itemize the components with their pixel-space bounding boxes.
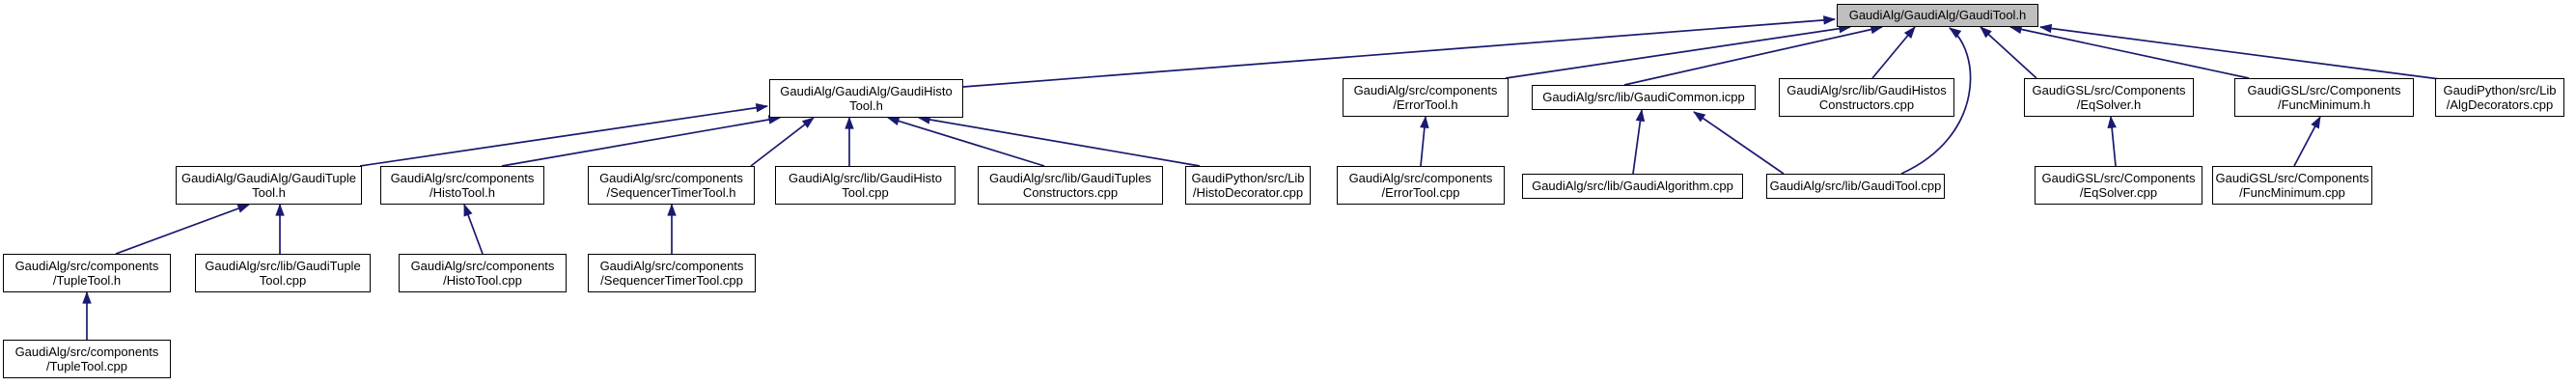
- node-label-line: /AlgDecorators.cpp: [2446, 97, 2554, 112]
- edge-histo-tool-cpp-to-histo-tool-h: [463, 204, 484, 255]
- edge-tuple-tool-h-to-gaudi-tuple-tool-h: [115, 204, 250, 255]
- edge-group: [82, 15, 2441, 340]
- node-func-minimum-h[interactable]: GaudiGSL/src/Components/FuncMinimum.h: [2234, 78, 2414, 117]
- node-label-line: GaudiGSL/src/Components: [2041, 170, 2196, 185]
- node-label-line: Constructors.cpp: [1818, 97, 1915, 112]
- node-label-line: GaudiAlg/src/lib/GaudiAlgorithm.cpp: [1532, 179, 1733, 194]
- node-label-line: /FuncMinimum.cpp: [2239, 185, 2345, 200]
- node-alg-decorators-cpp[interactable]: GaudiPython/src/Lib/AlgDecorators.cpp: [2435, 78, 2564, 117]
- node-label-line: /ErrorTool.h: [1393, 97, 1458, 112]
- node-label-line: GaudiPython/src/Lib: [1191, 170, 1305, 185]
- node-label-line: GaudiAlg/src/components: [390, 170, 535, 185]
- node-label-line: GaudiAlg/GaudiAlg/GaudiHisto: [780, 83, 953, 98]
- edge-gaudi-common-icpp-to-gaudi-tool-h: [1623, 24, 1884, 86]
- node-sequencer-timer-tool-h[interactable]: GaudiAlg/src/components/SequencerTimerTo…: [588, 166, 755, 205]
- edge-gaudi-histos-constructors-cpp-to-gaudi-tool-h: [1871, 26, 1916, 79]
- edge-error-tool-cpp-to-error-tool-h: [1420, 115, 1429, 167]
- edge-eq-solver-h-to-gaudi-tool-h: [1980, 26, 2037, 79]
- edge-sequencer-timer-tool-h-to-gaudi-histo-tool-h: [750, 117, 815, 167]
- node-label-line: GaudiAlg/src/lib/GaudiTool.cpp: [1769, 179, 1942, 194]
- node-histo-tool-h[interactable]: GaudiAlg/src/components/HistoTool.h: [380, 166, 544, 205]
- node-label-line: GaudiGSL/src/Components: [2247, 82, 2401, 97]
- edge-func-minimum-cpp-to-func-minimum-h: [2293, 116, 2321, 167]
- node-error-tool-cpp[interactable]: GaudiAlg/src/components/ErrorTool.cpp: [1337, 166, 1505, 205]
- node-label-line: GaudiAlg/src/components: [410, 258, 555, 273]
- node-label-line: GaudiPython/src/Lib: [2443, 82, 2557, 97]
- node-label-line: GaudiAlg/src/components: [1348, 170, 1493, 185]
- node-label-line: /HistoTool.h: [429, 185, 495, 200]
- node-label-line: /HistoDecorator.cpp: [1192, 185, 1304, 200]
- node-tuple-tool-h[interactable]: GaudiAlg/src/components/TupleTool.h: [3, 254, 171, 292]
- edge-gaudi-tool-cpp-to-gaudi-tool-h: [1900, 27, 1972, 175]
- node-label-line: GaudiAlg/src/lib/GaudiHisto: [789, 170, 942, 185]
- edge-gaudi-histo-tool-h-to-gaudi-tool-h: [962, 15, 1837, 88]
- edge-error-tool-h-to-gaudi-tool-h: [1505, 24, 1852, 79]
- node-label-line: Tool.cpp: [259, 273, 307, 288]
- node-label-line: GaudiAlg/src/lib/GaudiTuple: [205, 258, 361, 273]
- node-label-line: GaudiAlg/src/components: [14, 344, 159, 359]
- node-tuple-tool-cpp[interactable]: GaudiAlg/src/components/TupleTool.cpp: [3, 340, 171, 378]
- node-label-line: /HistoTool.cpp: [443, 273, 522, 288]
- node-label-line: GaudiGSL/src/Components: [2032, 82, 2186, 97]
- node-label-line: GaudiAlg/src/lib/GaudiHistos: [1787, 82, 1947, 97]
- edge-gaudi-tuple-tool-h-to-gaudi-histo-tool-h: [359, 102, 769, 167]
- node-histo-decorator-cpp[interactable]: GaudiPython/src/Lib/HistoDecorator.cpp: [1185, 166, 1311, 205]
- node-label-line: /ErrorTool.cpp: [1381, 185, 1460, 200]
- edge-gaudi-algorithm-cpp-to-gaudi-common-icpp: [1632, 108, 1646, 175]
- node-label-line: Tool.cpp: [842, 185, 889, 200]
- edge-gaudi-tuples-constructors-cpp-to-gaudi-histo-tool-h: [886, 116, 1045, 167]
- edge-func-minimum-h-to-gaudi-tool-h: [2008, 24, 2250, 79]
- node-label-line: Constructors.cpp: [1022, 185, 1119, 200]
- node-label-line: Tool.h: [849, 98, 883, 113]
- node-label-line: /FuncMinimum.h: [2277, 97, 2371, 112]
- node-label-line: /EqSolver.h: [2076, 97, 2142, 112]
- node-gaudi-tool-cpp[interactable]: GaudiAlg/src/lib/GaudiTool.cpp: [1766, 174, 1945, 199]
- node-gaudi-tool-h: GaudiAlg/GaudiAlg/GaudiTool.h: [1837, 4, 2038, 27]
- node-label-line: GaudiAlg/src/components: [599, 258, 744, 273]
- node-label-line: GaudiAlg/src/components: [14, 258, 159, 273]
- edge-histo-tool-h-to-gaudi-histo-tool-h: [501, 115, 782, 167]
- node-label-line: GaudiAlg/GaudiAlg/GaudiTuple: [181, 170, 356, 185]
- node-label-line: GaudiGSL/src/Components: [2215, 170, 2369, 185]
- node-label-line: GaudiAlg/src/components: [599, 170, 743, 185]
- edge-gaudi-tool-cpp-to-gaudi-common-icpp: [1693, 111, 1785, 175]
- node-label-line: GaudiAlg/src/lib/GaudiCommon.icpp: [1542, 90, 1745, 105]
- node-gaudi-algorithm-cpp[interactable]: GaudiAlg/src/lib/GaudiAlgorithm.cpp: [1522, 174, 1743, 199]
- node-label-line: GaudiAlg/src/components: [1353, 82, 1498, 97]
- node-label-line: /TupleTool.h: [52, 273, 122, 288]
- node-gaudi-common-icpp[interactable]: GaudiAlg/src/lib/GaudiCommon.icpp: [1532, 85, 1756, 110]
- node-eq-solver-cpp[interactable]: GaudiGSL/src/Components/EqSolver.cpp: [2035, 166, 2202, 205]
- node-error-tool-h[interactable]: GaudiAlg/src/components/ErrorTool.h: [1343, 78, 1509, 117]
- node-label-line: /TupleTool.cpp: [45, 359, 128, 373]
- node-histo-tool-cpp[interactable]: GaudiAlg/src/components/HistoTool.cpp: [399, 254, 567, 292]
- node-label-line: Tool.h: [252, 185, 286, 200]
- edge-eq-solver-cpp-to-eq-solver-h: [2107, 115, 2117, 167]
- node-eq-solver-h[interactable]: GaudiGSL/src/Components/EqSolver.h: [2024, 78, 2194, 117]
- node-func-minimum-cpp[interactable]: GaudiGSL/src/Components/FuncMinimum.cpp: [2212, 166, 2372, 205]
- node-label-line: GaudiAlg/GaudiAlg/GaudiTool.h: [1848, 8, 2027, 23]
- edge-histo-decorator-cpp-to-gaudi-histo-tool-h: [917, 115, 1201, 167]
- node-label-line: /SequencerTimerTool.cpp: [600, 273, 743, 288]
- node-label-line: GaudiAlg/src/lib/GaudiTuples: [989, 170, 1151, 185]
- edge-alg-decorators-cpp-to-gaudi-tool-h: [2038, 23, 2441, 80]
- node-label-line: /EqSolver.cpp: [2079, 185, 2158, 200]
- node-sequencer-timer-tool-cpp[interactable]: GaudiAlg/src/components/SequencerTimerTo…: [588, 254, 756, 292]
- node-label-line: /SequencerTimerTool.h: [606, 185, 736, 200]
